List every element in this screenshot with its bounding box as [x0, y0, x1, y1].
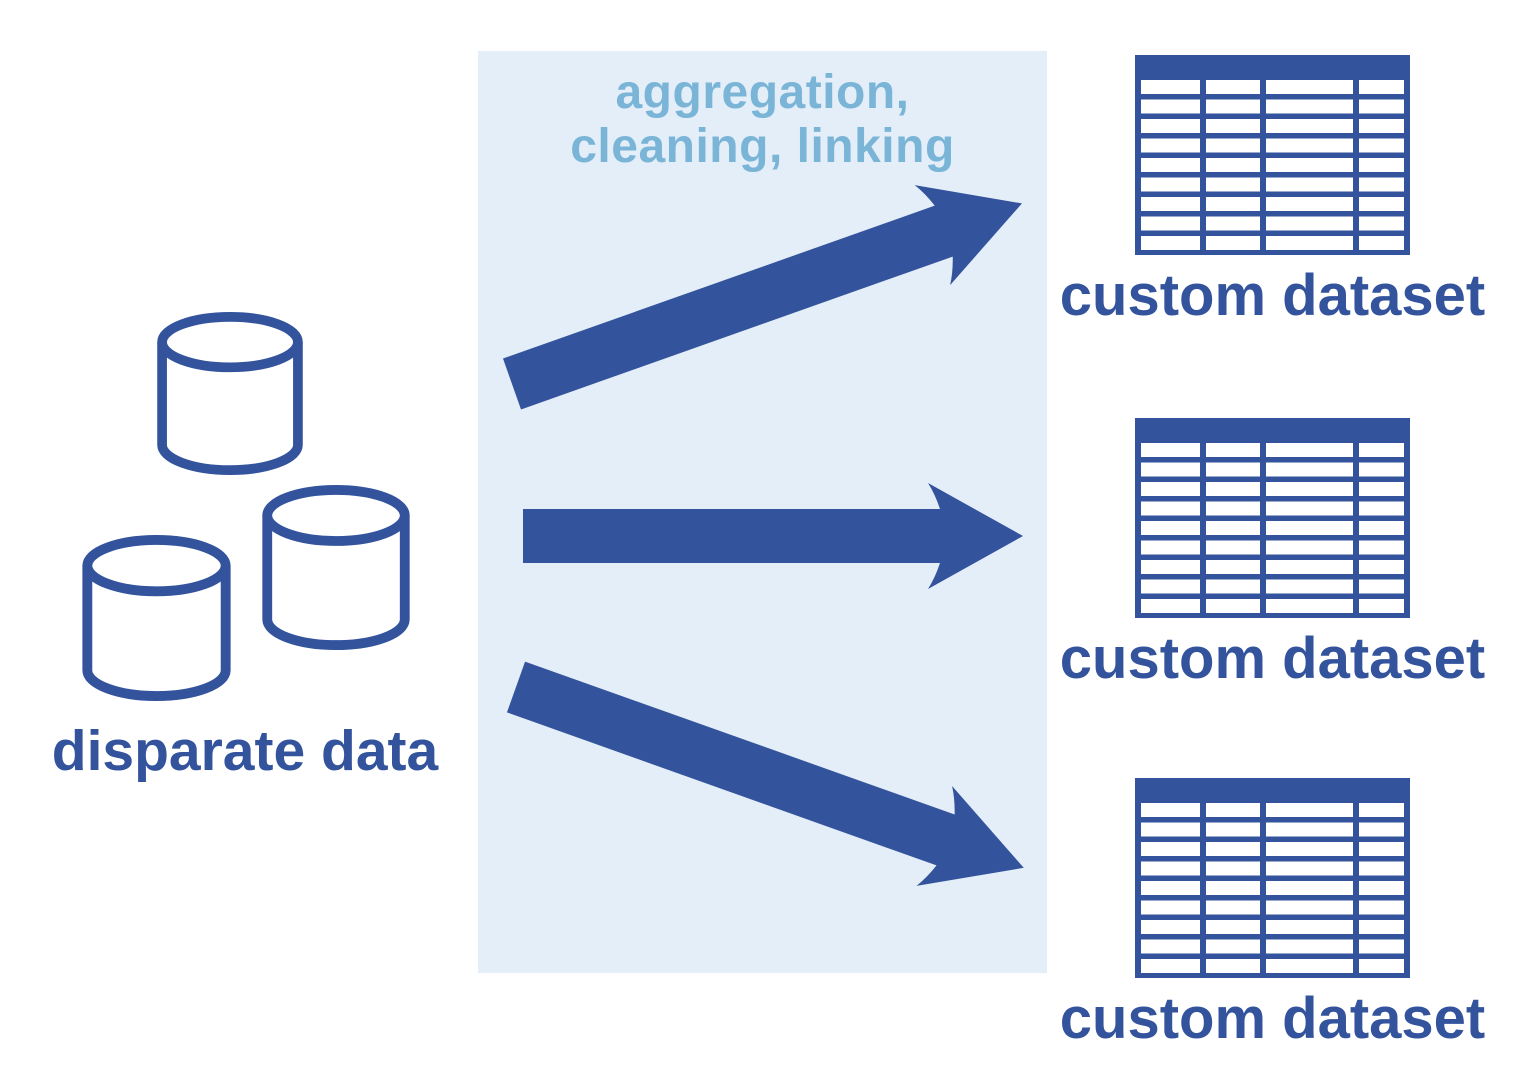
database-cylinder-icon — [82, 535, 231, 701]
output-label: custom dataset — [1059, 626, 1486, 691]
database-cylinder-icon — [262, 485, 410, 650]
source-label: disparate data — [51, 719, 439, 783]
output-label: custom dataset — [1059, 263, 1486, 328]
table-icon — [1135, 778, 1410, 978]
database-cylinder-icon — [157, 312, 303, 475]
process-caption-line2: cleaning, linking — [570, 119, 955, 173]
output-label: custom dataset — [1059, 986, 1486, 1051]
table-icon — [1135, 418, 1410, 618]
process-panel — [478, 51, 1047, 973]
process-caption: aggregation, cleaning, linking — [478, 66, 1047, 174]
process-caption-line1: aggregation, — [615, 66, 910, 119]
table-icon — [1135, 55, 1410, 255]
